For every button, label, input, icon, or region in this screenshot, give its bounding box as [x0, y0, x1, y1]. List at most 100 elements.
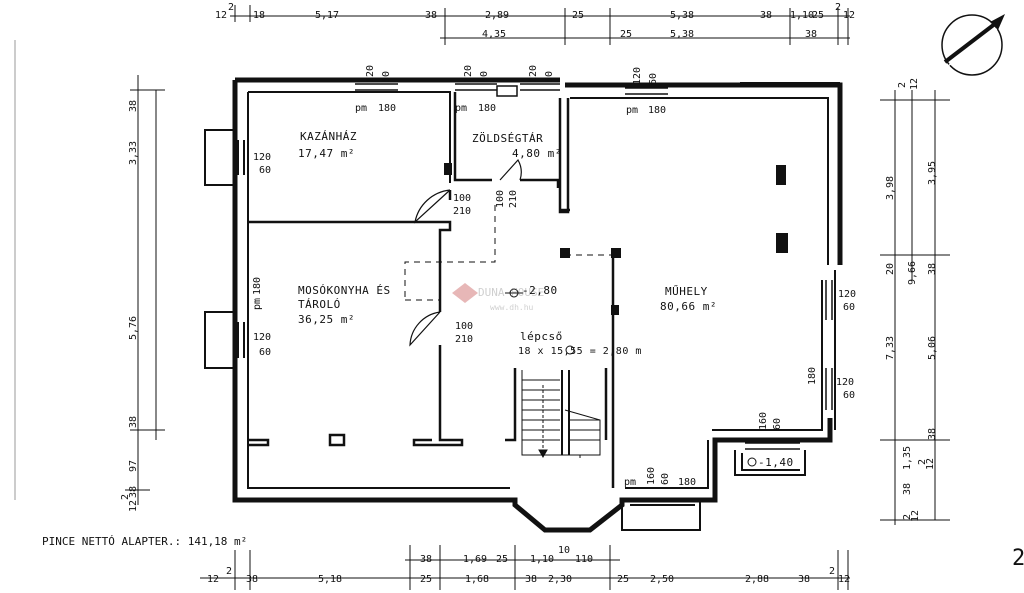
door-arcs	[409, 158, 522, 347]
svg-text:12: 12	[910, 510, 921, 522]
svg-text:pm: pm	[624, 477, 636, 488]
room-name-zoldseg: ZÖLDSÉGTÁR	[472, 132, 543, 145]
top-dimension-text: 12 2 18 5,17 38 2,89 25 5,38 38 1,10 25 …	[215, 2, 855, 40]
staircase	[521, 370, 601, 459]
room-area-zoldseg: 4,80 m²	[512, 147, 562, 160]
room-name-kazanhaz: KAZÁNHÁZ	[300, 130, 357, 143]
svg-text:5,76: 5,76	[128, 316, 139, 340]
svg-text:60: 60	[660, 473, 671, 485]
svg-text:2: 2	[897, 82, 908, 88]
svg-text:2: 2	[226, 566, 232, 577]
svg-text:5,38: 5,38	[670, 29, 694, 40]
left-window-bays	[204, 129, 245, 369]
svg-text:2,89: 2,89	[485, 10, 509, 21]
svg-text:3,98: 3,98	[885, 176, 896, 200]
right-dimension-lines	[880, 90, 950, 525]
svg-text:120: 120	[365, 65, 376, 83]
svg-text:2,50: 2,50	[650, 574, 674, 585]
svg-text:38: 38	[798, 574, 810, 585]
svg-text:60: 60	[843, 390, 855, 401]
svg-text:2: 2	[829, 566, 835, 577]
svg-text:25: 25	[420, 574, 432, 585]
svg-text:97: 97	[128, 460, 139, 472]
svg-text:12: 12	[843, 10, 855, 21]
svg-text:60: 60	[544, 71, 555, 83]
svg-text:4,35: 4,35	[482, 29, 506, 40]
svg-text:20: 20	[885, 263, 896, 275]
svg-text:100: 100	[455, 321, 473, 332]
svg-text:100: 100	[453, 193, 471, 204]
top-dimension-lines	[230, 5, 850, 45]
room-name-taroló: TÁROLÓ	[298, 298, 341, 311]
svg-text:9,66: 9,66	[907, 261, 918, 285]
svg-text:180: 180	[378, 103, 396, 114]
svg-text:210: 210	[453, 206, 471, 217]
room-name-muhely: MŰHELY	[665, 284, 708, 298]
svg-text:5,17: 5,17	[315, 10, 339, 21]
svg-text:1,10: 1,10	[790, 10, 814, 21]
level-center: -2,80	[522, 284, 558, 297]
bottom-bays	[621, 450, 806, 531]
svg-text:25: 25	[620, 29, 632, 40]
svg-text:DUNA HOUSE: DUNA HOUSE	[478, 286, 544, 299]
right-dimension-text: 2 12 3,98 3,95 20 9,66 38 7,33 5,06 38 1…	[885, 78, 938, 522]
room-area-kazanhaz: 17,47 m²	[298, 147, 355, 160]
svg-text:10: 10	[558, 545, 570, 556]
svg-text:210: 210	[508, 190, 519, 208]
svg-text:2: 2	[835, 2, 841, 13]
watermark-logo: DUNA HOUSE www.dh.hu	[452, 283, 544, 312]
level-lower: -1,40	[758, 456, 794, 469]
svg-text:2: 2	[228, 2, 234, 13]
svg-text:www.dh.hu: www.dh.hu	[490, 303, 534, 312]
room-labels: KAZÁNHÁZ 17,47 m² ZÖLDSÉGTÁR 4,80 m² MOS…	[298, 130, 794, 469]
svg-text:2,88: 2,88	[745, 574, 769, 585]
room-area-muhely: 80,66 m²	[660, 300, 717, 313]
svg-text:180: 180	[478, 103, 496, 114]
svg-text:25: 25	[496, 554, 508, 565]
svg-text:60: 60	[259, 165, 271, 176]
svg-text:38: 38	[927, 263, 938, 275]
svg-text:60: 60	[843, 302, 855, 313]
svg-text:120: 120	[463, 65, 474, 83]
svg-text:12: 12	[215, 10, 227, 21]
svg-text:180: 180	[678, 477, 696, 488]
svg-text:38: 38	[128, 416, 139, 428]
svg-text:2: 2	[120, 494, 131, 500]
svg-text:1,35: 1,35	[902, 446, 913, 470]
svg-text:38: 38	[246, 574, 258, 585]
svg-text:5,18: 5,18	[318, 574, 342, 585]
net-floor-area-summary: PINCE NETTÓ ALAPTER.: 141,18 m²	[42, 535, 247, 548]
svg-text:pm: pm	[626, 105, 638, 116]
svg-text:38: 38	[420, 554, 432, 565]
bottom-dimension-text: 38 1,69 25 1,10 110 10 12 2 38 5,18 25 1…	[207, 545, 850, 585]
svg-text:180: 180	[648, 105, 666, 116]
room-name-lepcso: lépcső	[520, 330, 563, 343]
svg-text:60: 60	[772, 418, 783, 430]
svg-text:60: 60	[648, 73, 659, 85]
svg-text:5,06: 5,06	[927, 336, 938, 360]
svg-text:120: 120	[253, 152, 271, 163]
svg-text:12: 12	[838, 574, 850, 585]
svg-text:25: 25	[812, 10, 824, 21]
svg-text:12: 12	[925, 458, 936, 470]
svg-text:5,38: 5,38	[670, 10, 694, 21]
opening-labels: 120 60 pm 180 120 60 pm 180 120 60 120 6…	[252, 65, 856, 488]
page-number: 2	[1012, 546, 1024, 571]
top-windows	[355, 83, 668, 97]
svg-text:3,33: 3,33	[128, 141, 139, 165]
svg-text:12: 12	[207, 574, 219, 585]
svg-text:2: 2	[917, 459, 928, 465]
svg-text:100: 100	[495, 190, 506, 208]
svg-text:2,30: 2,30	[548, 574, 572, 585]
svg-text:160: 160	[758, 412, 769, 430]
svg-text:38: 38	[902, 483, 913, 495]
left-dimension-text: 38 3,33 5,76 38 97 12 2 38	[120, 100, 139, 512]
svg-text:2: 2	[902, 514, 913, 520]
columns	[444, 163, 788, 315]
svg-text:60: 60	[479, 71, 490, 83]
svg-text:120: 120	[836, 377, 854, 388]
svg-text:120: 120	[632, 67, 643, 85]
svg-text:1,10: 1,10	[530, 554, 554, 565]
room-area-mosokonyha: 36,25 m²	[298, 313, 355, 326]
